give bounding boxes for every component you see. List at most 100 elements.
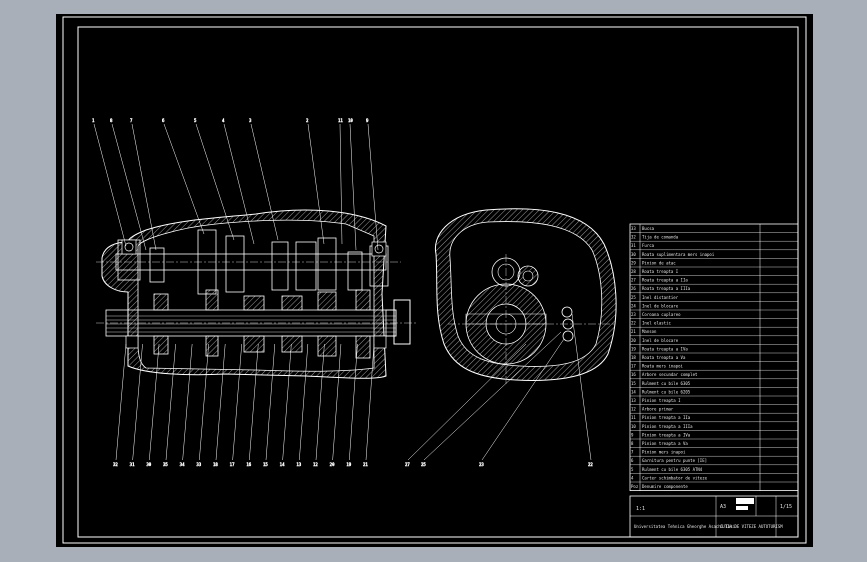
- gearbox-section-view: [96, 209, 416, 379]
- bom-row-name: Bucsa: [642, 226, 655, 231]
- bom-row-name: Pinion treapta I: [642, 398, 681, 403]
- bom-row-number: 6: [631, 458, 634, 463]
- bom-row-name: Roata treapta a IIIa: [642, 286, 691, 291]
- callout-label: 32: [113, 462, 118, 467]
- bom-row-name: Tija de comanda: [642, 235, 679, 240]
- callout-label: 33: [196, 462, 201, 467]
- scale-text: 1:1: [636, 506, 645, 512]
- bom-row-number: 31: [631, 243, 636, 248]
- leader-lines-right: 27 25 23 22: [405, 313, 594, 467]
- bom-row-number: 28: [631, 269, 636, 274]
- bom-row-number: 25: [631, 295, 636, 300]
- callout-label: 13: [296, 462, 301, 467]
- bom-row-number: 9: [631, 432, 634, 437]
- sheet-text: 1/15: [780, 504, 792, 510]
- bom-row-name: Inel de blocare: [642, 338, 679, 343]
- bom-row-number: 27: [631, 278, 636, 283]
- bom-row-name: Pinion treapta a IIIa: [642, 424, 693, 429]
- bom-row-name: Pinion mers inapoi: [642, 450, 686, 455]
- bom-row-name: Arbore primar: [642, 407, 674, 412]
- bom-row-number: 33: [631, 226, 636, 231]
- bom-row-name: Coroana cuplareo: [642, 312, 681, 317]
- bom-row-name: Inel de blocare: [642, 303, 679, 308]
- callout-label: 14: [280, 462, 285, 467]
- bom-row-name: Arbore secundar complet: [642, 372, 698, 377]
- callout-label: 19: [346, 462, 351, 467]
- bom-row-number: 8: [631, 441, 634, 446]
- callout-label: 18: [213, 462, 218, 467]
- bom-row-number: 16: [631, 372, 636, 377]
- bom-row-number: 20: [631, 338, 636, 343]
- callout-label: 17: [230, 462, 235, 467]
- callout-label: 30: [146, 462, 151, 467]
- callout-label: 22: [588, 462, 593, 467]
- bom-row-name: Roata treapta a Va: [642, 355, 686, 360]
- gearbox-end-view: [434, 208, 617, 384]
- callout-label: 25: [421, 462, 426, 467]
- bom-row-number: 13: [631, 398, 636, 403]
- bom-row-number: 17: [631, 364, 636, 369]
- bom-row-name: Inel distantier: [642, 295, 679, 300]
- bom-row-number: 4: [631, 475, 634, 480]
- bom-row-name: Garnitura pentru punte [IE]: [642, 458, 707, 463]
- callout-label: 16: [246, 462, 251, 467]
- bom-row-number: 23: [631, 312, 636, 317]
- callout-label: 21: [363, 462, 368, 467]
- bom-row-name: Pinion treapta a IIa: [642, 415, 691, 420]
- callout-label: 4: [222, 118, 225, 123]
- bom-row-name: Roata treapta I: [642, 269, 679, 274]
- bom-row-number: 21: [631, 329, 636, 334]
- callout-label: 6: [162, 118, 165, 123]
- callout-label: 8: [110, 118, 113, 123]
- bom-row-number: Poz: [631, 484, 639, 489]
- callout-label: 12: [313, 462, 318, 467]
- callout-label: 1: [92, 118, 95, 123]
- callout-label: 15: [263, 462, 268, 467]
- bom-row-name: Pinion treapta a IVa: [642, 432, 691, 437]
- callout-label: 27: [405, 462, 410, 467]
- bom-row-number: 22: [631, 321, 636, 326]
- bom-row-name: Pinion treapta a Va: [642, 441, 688, 446]
- bom-row-name: Roata suplimentara mers inapoi: [642, 252, 715, 257]
- format-text: A3: [720, 504, 726, 510]
- bom-row-name: Roata mers inapoi: [642, 364, 684, 369]
- callout-label: 11: [338, 118, 343, 123]
- callout-label: 7: [130, 118, 133, 123]
- bom-row-name: Rulment cu bile 6205: [642, 389, 691, 394]
- drawing-title: CUTIA DE VITEZE AUTOTURISM: [720, 524, 783, 529]
- callout-label: 20: [330, 462, 335, 467]
- bom-row-number: 30: [631, 252, 636, 257]
- title-block: 1:1 A3 1/15 CUTIA DE VITEZE AUTOTURISM U…: [629, 495, 799, 538]
- callout-label: 31: [130, 462, 135, 467]
- bom-row-name: Pinion de atac: [642, 260, 676, 265]
- bill-of-materials-table: 33 Bucsa 32 Tija de comanda 31 Furca 30 Roata s…: [629, 223, 799, 492]
- callout-label: 2: [306, 118, 309, 123]
- bom-row-number: 29: [631, 260, 636, 265]
- bom-row-number: 14: [631, 389, 636, 394]
- bom-row-name: Rulment cu bile 6305 ATN4: [642, 467, 703, 472]
- bom-row-name: Rulment cu bile 6305: [642, 381, 691, 386]
- callout-label: 10: [348, 118, 353, 123]
- school-text: Universitatea Tehnica Gheorghe Asachi Ia…: [634, 524, 736, 529]
- bom-row-name: Manson: [642, 329, 657, 334]
- bom-row-number: 26: [631, 286, 636, 291]
- bom-row-number: 32: [631, 235, 636, 240]
- lower-gears: [153, 289, 371, 359]
- bom-row-name: Furca: [642, 243, 655, 248]
- outer-border: [62, 16, 807, 544]
- callout-label: 34: [180, 462, 185, 467]
- bom-row-number: 5: [631, 467, 634, 472]
- callout-label: 5: [194, 118, 197, 123]
- bom-row-name: Carter schimbator de viteze: [642, 475, 708, 480]
- callout-label: 23: [479, 462, 484, 467]
- callout-label: 3: [249, 118, 252, 123]
- bom-row-name: Inel elastic: [642, 321, 671, 326]
- bom-row-number: 7: [631, 450, 634, 455]
- output-flange: [393, 299, 411, 345]
- callout-label: 35: [163, 462, 168, 467]
- bom-row-name: Roata treapta a IIa: [642, 278, 688, 283]
- bom-row-number: 12: [631, 407, 636, 412]
